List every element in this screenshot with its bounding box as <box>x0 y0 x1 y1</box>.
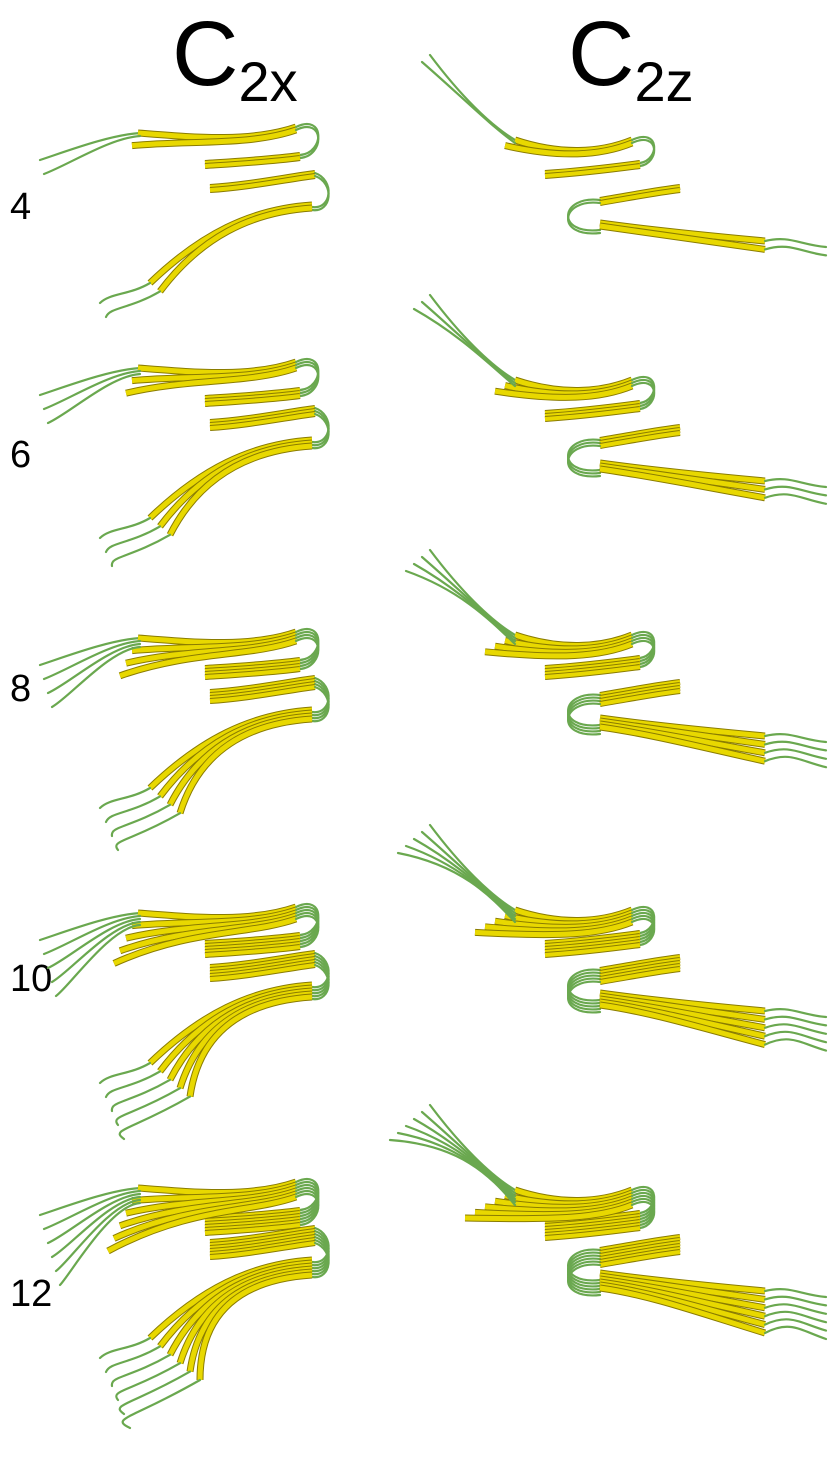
coil-upper-tail <box>414 309 515 386</box>
coil-upper-tail <box>422 1112 515 1193</box>
c2x-structure-0 <box>40 124 329 317</box>
c2x-structure-3 <box>40 904 329 1139</box>
c2z-structure-2 <box>406 550 826 767</box>
coil-upper-tail <box>422 557 515 638</box>
coil-right-tail <box>765 247 826 256</box>
coil-right-tail <box>765 239 826 247</box>
coil-right-tail <box>765 494 826 503</box>
coil-right-tail <box>765 734 826 742</box>
coil-bottom-tail <box>112 535 170 566</box>
coil-right-tail <box>765 742 826 751</box>
c2z-structure-1 <box>414 295 826 504</box>
coil-bottom-tail <box>120 1097 190 1139</box>
coil-upper-tail <box>44 136 140 174</box>
coil-upper-tail <box>406 571 515 644</box>
c2x-structure-1 <box>40 359 329 566</box>
coil-bottom-tail <box>112 805 170 836</box>
coil-right-tail <box>765 1009 826 1017</box>
coil-bottom-tail <box>112 1355 170 1386</box>
coil-upper-tail <box>430 550 515 635</box>
coil-upper-tail <box>406 846 515 919</box>
c2x-structure-4 <box>40 1179 329 1428</box>
coil-right-tail <box>765 1039 826 1050</box>
coil-right-tail <box>765 1017 826 1026</box>
coil-bottom-tail <box>116 813 180 850</box>
coil-right-tail <box>765 1289 826 1297</box>
coil-upper-tail <box>390 1140 515 1205</box>
c2z-structure-4 <box>390 1105 826 1339</box>
coil-upper-tail <box>430 295 515 380</box>
coil-upper-tail <box>422 62 515 143</box>
coil-upper-tail <box>422 302 515 383</box>
coil-bottom-tail <box>120 1372 190 1414</box>
c2z-structure-3 <box>398 825 826 1051</box>
coil-upper-tail <box>48 374 140 423</box>
coil-right-tail <box>765 487 826 496</box>
coil-right-tail <box>765 1297 826 1306</box>
coil-bottom-tail <box>112 1080 170 1111</box>
c2x-structure-2 <box>40 629 329 850</box>
coil-upper-tail <box>40 368 140 395</box>
coil-upper-tail <box>430 55 515 140</box>
coil-right-tail <box>765 757 826 767</box>
coil-upper-tail <box>422 832 515 913</box>
coil-upper-tail <box>40 133 140 160</box>
strand-lower <box>190 997 312 1097</box>
c2z-structure-0 <box>422 55 826 255</box>
coil-right-tail <box>765 479 826 487</box>
